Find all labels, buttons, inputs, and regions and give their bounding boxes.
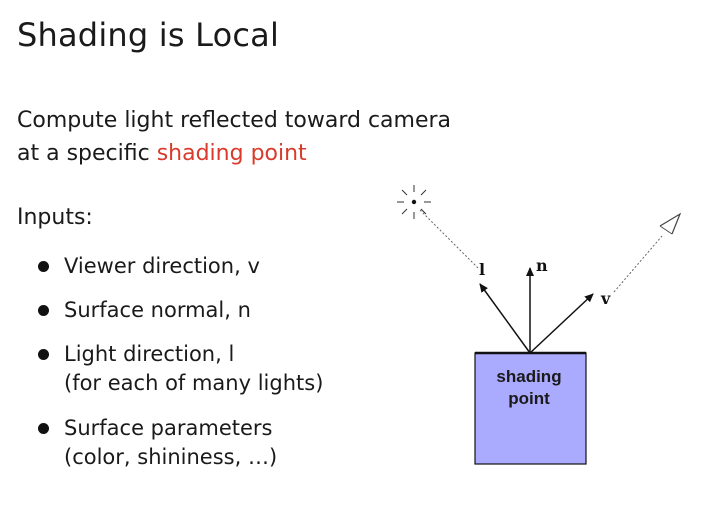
bullet-light-direction: Light direction, l (for each of many lig… xyxy=(38,340,323,398)
intro-text: Compute light reflected toward camera at… xyxy=(17,104,451,170)
bullet-text: Surface parameters xyxy=(64,416,273,440)
label-n: n xyxy=(536,256,548,275)
bullet-surface-parameters: Surface parameters (color, shininess, …) xyxy=(38,414,323,472)
bullet-dot-icon xyxy=(38,349,49,360)
intro-line-2-prefix: at a specific xyxy=(17,141,157,166)
slide-title: Shading is Local xyxy=(17,16,280,54)
box-label-line1: shading xyxy=(496,367,561,386)
bullet-dot-icon xyxy=(38,261,49,272)
bullet-text: Viewer direction, v xyxy=(64,254,260,278)
bullet-viewer-direction: Viewer direction, v xyxy=(38,252,323,281)
camera-eye-icon xyxy=(659,212,682,235)
light-ray-dashed xyxy=(419,209,480,270)
shading-point-highlight: shading point xyxy=(156,141,307,166)
bullet-text: Surface normal, n xyxy=(64,298,251,322)
inputs-list: Viewer direction, v Surface normal, n Li… xyxy=(38,252,323,472)
shading-point-box xyxy=(474,352,587,465)
bullet-surface-normal: Surface normal, n xyxy=(38,296,323,325)
box-label-line2: point xyxy=(508,389,550,408)
label-v: v xyxy=(600,289,611,308)
view-ray-dashed xyxy=(613,235,663,293)
intro-line-1: Compute light reflected toward camera xyxy=(17,108,452,133)
bullet-text: Light direction, l xyxy=(64,342,235,366)
bullet-dot-icon xyxy=(38,305,49,316)
label-l: l xyxy=(479,260,485,279)
light-source-icon xyxy=(397,185,431,219)
bullet-dot-icon xyxy=(38,423,49,434)
bullet-subtext: (for each of many lights) xyxy=(64,371,324,395)
viewer-direction-vector xyxy=(529,293,594,354)
intro-line-2: at a specific shading point xyxy=(17,137,451,170)
bullet-subtext: (color, shininess, …) xyxy=(64,445,278,469)
light-direction-vector xyxy=(479,283,531,354)
inputs-heading: Inputs: xyxy=(17,205,93,230)
